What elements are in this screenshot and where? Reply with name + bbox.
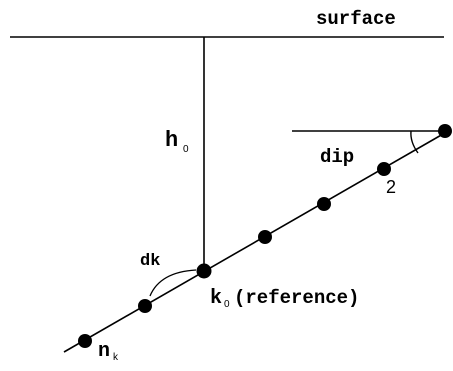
point bbox=[377, 162, 391, 176]
end-point-label: n bbox=[98, 340, 110, 363]
dip-angle-arc bbox=[410, 130, 419, 154]
reference-point bbox=[196, 263, 212, 279]
depth-label: h bbox=[165, 128, 178, 153]
dk-label: dk bbox=[140, 252, 160, 271]
sample-points bbox=[78, 124, 452, 348]
point bbox=[317, 197, 331, 211]
end-point-label-subscript: k bbox=[113, 352, 119, 363]
surface-label: surface bbox=[316, 8, 396, 30]
point bbox=[258, 230, 272, 244]
dipping-line bbox=[63, 129, 451, 353]
point bbox=[438, 124, 452, 138]
reference-label: k bbox=[210, 287, 222, 310]
dk-bracket bbox=[149, 269, 197, 297]
dip-label: dip bbox=[320, 146, 354, 168]
reference-label-suffix: (reference) bbox=[234, 287, 359, 309]
end-point bbox=[78, 334, 92, 348]
point-two-label: 2 bbox=[386, 177, 396, 197]
reference-label-subscript: 0 bbox=[224, 299, 230, 310]
point bbox=[138, 299, 152, 313]
depth-label-subscript: 0 bbox=[183, 144, 189, 155]
